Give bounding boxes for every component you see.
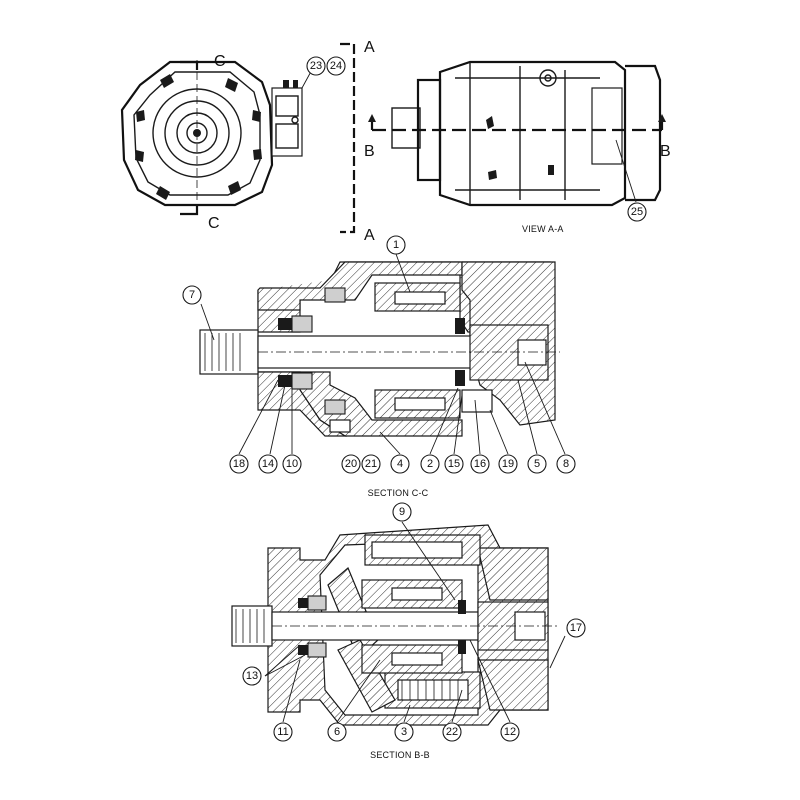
cut-label-a-bottom: A — [364, 227, 375, 244]
cut-label-c-bottom: C — [208, 215, 220, 232]
callout-3: 3 — [394, 722, 414, 742]
callout-2: 2 — [420, 454, 440, 474]
callout-25: 25 — [627, 202, 647, 222]
callout-10: 10 — [282, 454, 302, 474]
section-c-c-caption: SECTION C-C — [368, 488, 429, 498]
section-c-c-drawing — [199, 261, 560, 437]
svg-text:11: 11 — [277, 726, 288, 738]
cut-label-c-top: C — [214, 53, 226, 70]
svg-text:15: 15 — [448, 458, 460, 470]
svg-text:2: 2 — [427, 458, 433, 470]
svg-text:3: 3 — [401, 726, 407, 738]
svg-text:24: 24 — [330, 60, 342, 72]
svg-text:19: 19 — [502, 458, 514, 470]
svg-text:16: 16 — [474, 458, 486, 470]
svg-text:10: 10 — [286, 458, 298, 470]
svg-text:22: 22 — [446, 726, 458, 738]
callout-14: 14 — [258, 454, 278, 474]
callout-18: 18 — [229, 454, 249, 474]
callout-15: 15 — [444, 454, 464, 474]
svg-text:5: 5 — [534, 458, 540, 470]
callout-12: 12 — [500, 722, 520, 742]
callout-23: 23 — [306, 56, 326, 76]
section-b-b-caption: SECTION B-B — [370, 750, 430, 760]
svg-text:1: 1 — [393, 239, 399, 251]
callout-9: 9 — [392, 502, 412, 522]
svg-text:6: 6 — [334, 726, 340, 738]
callout-1: 1 — [386, 235, 406, 255]
view-a-a-caption: VIEW A-A — [522, 224, 564, 234]
svg-text:21: 21 — [365, 458, 377, 470]
callout-16: 16 — [470, 454, 490, 474]
callout-17: 17 — [566, 618, 586, 638]
callout-6: 6 — [327, 722, 347, 742]
end-view-drawing — [120, 42, 356, 234]
callout-21: 21 — [361, 454, 381, 474]
callout-24: 24 — [326, 56, 346, 76]
svg-text:13: 13 — [246, 670, 258, 682]
svg-text:9: 9 — [399, 506, 405, 518]
svg-text:4: 4 — [397, 458, 403, 470]
callout-5: 5 — [527, 454, 547, 474]
section-b-b-drawing — [231, 524, 560, 726]
cut-label-a-top: A — [364, 39, 375, 56]
view-a-a-drawing — [368, 60, 666, 207]
callout-22: 22 — [442, 722, 462, 742]
callout-13: 13 — [242, 666, 262, 686]
callout-19: 19 — [498, 454, 518, 474]
svg-text:20: 20 — [345, 458, 357, 470]
cut-label-b-right: B — [660, 143, 671, 160]
callout-8: 8 — [556, 454, 576, 474]
svg-text:8: 8 — [563, 458, 569, 470]
callout-11: 11 — [273, 722, 293, 742]
callout-20: 20 — [341, 454, 361, 474]
svg-text:23: 23 — [310, 60, 322, 72]
svg-text:7: 7 — [189, 289, 195, 301]
leader-lines — [200, 65, 637, 723]
svg-text:18: 18 — [233, 458, 245, 470]
svg-text:25: 25 — [631, 206, 643, 218]
svg-text:14: 14 — [262, 458, 274, 470]
callout-4: 4 — [390, 454, 410, 474]
cut-label-b-left: B — [364, 143, 375, 160]
svg-text:17: 17 — [570, 622, 582, 634]
svg-text:12: 12 — [504, 726, 516, 738]
callout-7: 7 — [182, 285, 202, 305]
